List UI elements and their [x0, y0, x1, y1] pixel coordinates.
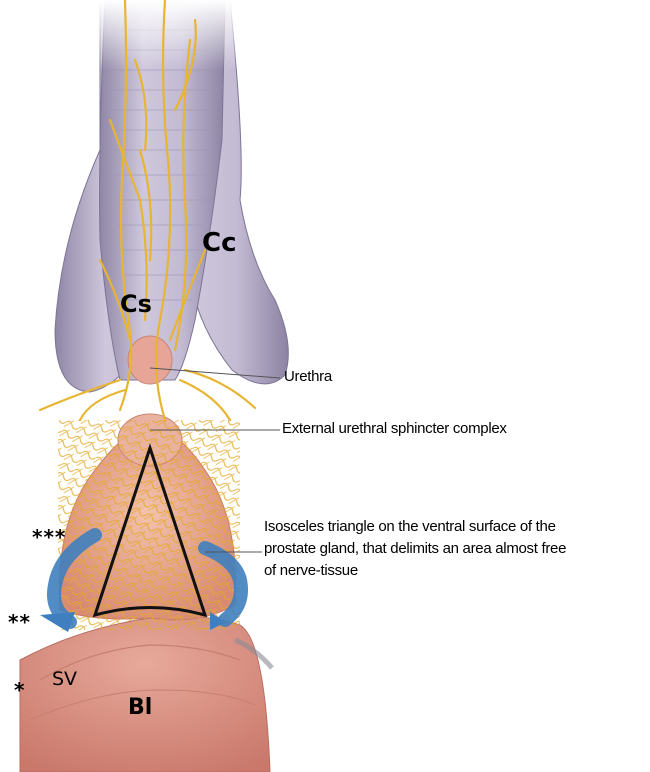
label-sphincter: External urethral sphincter complex: [282, 420, 507, 437]
marker-two-stars: **: [8, 610, 31, 634]
label-sv: SV: [52, 668, 77, 690]
label-triangle-line1: Isosceles triangle on the ventral surfac…: [264, 518, 556, 535]
label-urethra: Urethra: [284, 368, 332, 385]
label-cs: Cs: [120, 290, 152, 318]
label-triangle-line3: of nerve-tissue: [264, 562, 358, 579]
label-triangle-line2: prostate gland, that delimits an area al…: [264, 540, 566, 557]
marker-three-stars: ***: [32, 525, 66, 549]
marker-one-star: *: [14, 678, 25, 702]
label-bl: Bl: [128, 695, 152, 720]
label-cc: Cc: [202, 228, 237, 258]
